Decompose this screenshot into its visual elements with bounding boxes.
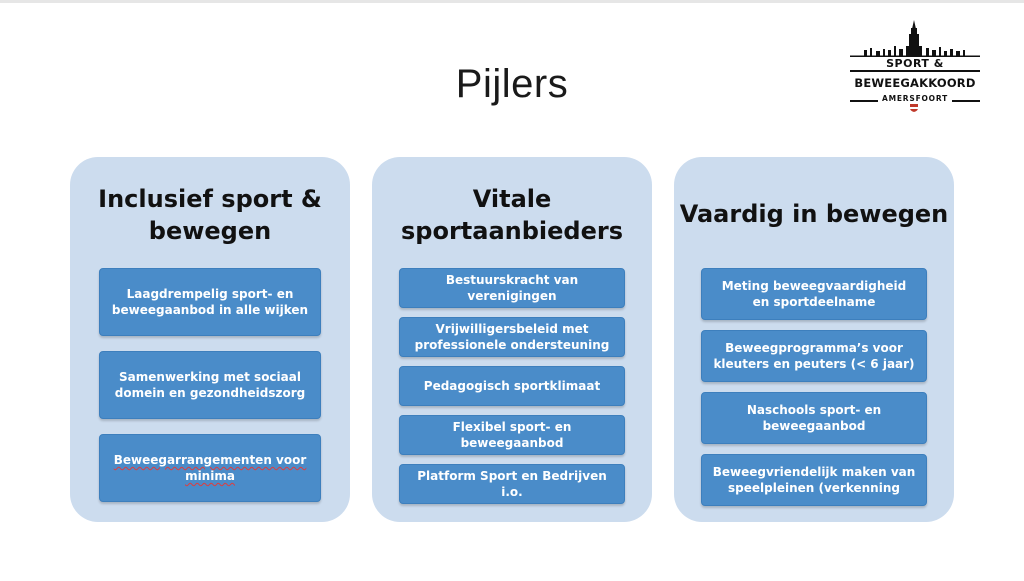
- pillar-item-text: Beweegarrangementen voor minima: [113, 453, 307, 483]
- pillar-vitale: Vitale sportaanbieders Bestuurskracht va…: [372, 157, 652, 522]
- logo-divider-right: [952, 100, 980, 102]
- pillar-item[interactable]: Samenwerking met sociaal domein en gezon…: [99, 351, 321, 419]
- pillar-inclusief: Inclusief sport & bewegen Laagdrempelig …: [70, 157, 350, 522]
- logo-divider: [850, 70, 980, 72]
- pillar-item[interactable]: Laagdrempelig sport- en beweegaanbod in …: [99, 268, 321, 336]
- pillar-title: Vaardig in bewegen: [679, 200, 949, 228]
- logo-divider-left: [850, 100, 878, 102]
- pillar-item[interactable]: Beweegarrangementen voor minima: [99, 434, 321, 502]
- pillar-title: Vitale sportaanbieders: [401, 185, 623, 245]
- logo: SPORT & BEWEEGAKKOORD AMERSFOORT: [846, 20, 984, 112]
- top-divider: [0, 0, 1024, 3]
- pillar-item[interactable]: Beweegvriendelijk maken van speelpleinen…: [701, 454, 927, 506]
- pillar-item[interactable]: Meting beweegvaardigheid en sportdeelnam…: [701, 268, 927, 320]
- shield-icon: [910, 104, 918, 112]
- skyline-icon: [850, 20, 980, 57]
- pillar-item[interactable]: Platform Sport en Bedrijven i.o.: [399, 464, 625, 504]
- logo-line-1: SPORT &: [886, 57, 944, 70]
- logo-line-2: BEWEEGAKKOORD: [854, 76, 976, 90]
- pillar-vaardig: Vaardig in bewegen Meting beweegvaardigh…: [674, 157, 954, 522]
- pillar-item[interactable]: Vrijwilligersbeleid met professionele on…: [399, 317, 625, 357]
- pillar-item[interactable]: Pedagogisch sportklimaat: [399, 366, 625, 406]
- slide-title: Pijlers: [455, 62, 569, 106]
- pillar-item[interactable]: Bestuurskracht van verenigingen: [399, 268, 625, 308]
- pillar-item[interactable]: Flexibel sport- en beweegaanbod: [399, 415, 625, 455]
- logo-line-3: AMERSFOORT: [882, 94, 948, 103]
- pillar-title: Inclusief sport & bewegen: [98, 185, 322, 245]
- pillar-item[interactable]: Beweegprogramma’s voor kleuters en peute…: [701, 330, 927, 382]
- pillar-item[interactable]: Naschools sport- en beweegaanbod: [701, 392, 927, 444]
